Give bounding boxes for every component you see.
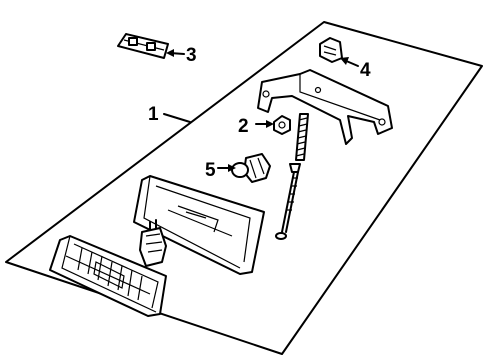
part-4-retainer	[319, 37, 343, 63]
adjusting-screw	[275, 163, 301, 240]
callout-4: 4	[360, 60, 371, 81]
arrow-2	[266, 120, 274, 128]
lamp-housing	[133, 175, 265, 275]
arrow-5	[228, 164, 236, 172]
arrow-4	[340, 57, 349, 65]
callout-2: 2	[238, 116, 249, 137]
socket-connector	[139, 219, 167, 267]
callout-5: 5	[205, 160, 216, 181]
arrow-3	[166, 49, 174, 57]
assembly-boundary	[5, 21, 483, 355]
leader-1	[163, 113, 191, 123]
part-2-nut	[273, 115, 291, 135]
part-5-bulb	[231, 153, 271, 183]
lens	[49, 235, 167, 317]
part-3-clip	[117, 33, 169, 59]
callout-1: 1	[148, 104, 159, 125]
mounting-bracket	[257, 69, 393, 145]
threaded-stud	[295, 113, 309, 161]
callout-3: 3	[186, 45, 197, 66]
